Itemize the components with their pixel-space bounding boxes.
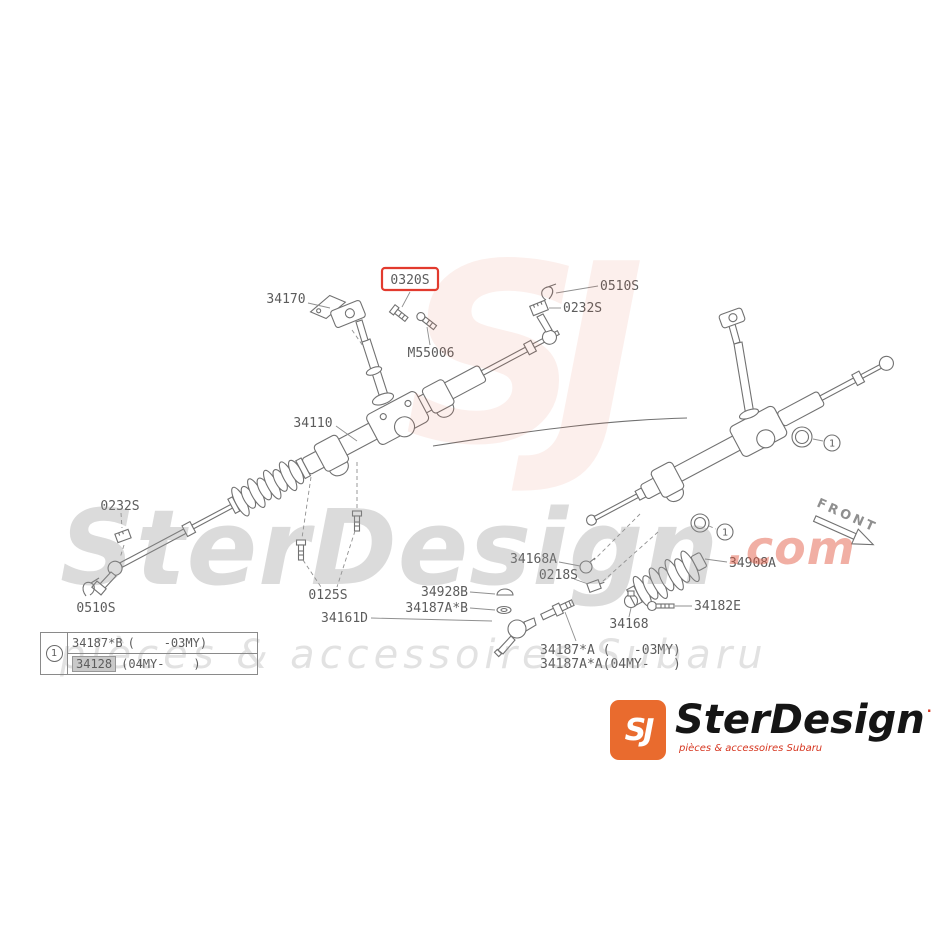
cotter-pin-left	[82, 577, 100, 597]
tie-rod-stud-right	[536, 313, 553, 333]
part-label-0510s-top[interactable]: 0510S	[600, 279, 639, 294]
castle-nut-left	[114, 528, 132, 544]
legend-row-34187b[interactable]: 34187*B ( -03MY)	[68, 633, 257, 653]
logo-tagline: pièces & accessoires Subaru	[679, 743, 823, 754]
logo-mark-icon: SJ	[610, 700, 666, 760]
part-label-34110[interactable]: 34110	[293, 416, 332, 431]
part-labels: 0320S 34170 0510S 0232S M55006 34110 023…	[76, 266, 776, 672]
bolt-0320s	[388, 303, 409, 323]
leader-lines	[307, 285, 728, 642]
clamp-34168	[623, 590, 639, 609]
clamp-0218s	[586, 579, 605, 593]
clamp-bolt-0125s-b	[351, 510, 363, 532]
boot-clip-34168a	[579, 557, 596, 574]
part-label-0232s-top[interactable]: 0232S	[563, 301, 602, 316]
part-label-0232s-left[interactable]: 0232S	[100, 499, 139, 514]
washer-34187ab	[496, 605, 512, 615]
legend-part-34187b: 34187*B	[72, 636, 123, 650]
castle-nut-top	[528, 299, 550, 317]
logo-text: SterDesign .com pièces & accessoires Sub…	[675, 700, 931, 754]
marker-1-left: 1	[722, 528, 728, 539]
part-label-34161d[interactable]: 34161D	[321, 611, 368, 626]
right-rack-assembly: 1 1	[585, 307, 894, 598]
part-label-0218s[interactable]: 0218S	[539, 568, 578, 583]
bolt-m55006	[416, 311, 438, 331]
part-label-34187a-a-04my[interactable]: 34187A*A(04MY- )	[540, 657, 681, 672]
front-arrow-icon	[812, 515, 875, 546]
logo-brand-name: SterDesign	[675, 697, 925, 743]
bolt-34182e	[646, 600, 675, 612]
o-ring-right: 1	[791, 426, 841, 452]
part-label-m55006[interactable]: M55006	[408, 346, 455, 361]
part-label-34170[interactable]: 34170	[266, 292, 305, 307]
dust-cap-34928b	[496, 588, 514, 596]
part-label-34187-a-03my[interactable]: 34187*A ( -03MY)	[540, 643, 681, 658]
marker-1-right: 1	[829, 439, 835, 450]
main-rack-assembly	[82, 283, 560, 597]
boot-34908a	[625, 550, 707, 608]
site-logo[interactable]: SJ SterDesign .com pièces & accessoires …	[610, 700, 931, 760]
legend-range-03my: ( -03MY)	[127, 636, 208, 650]
part-label-0510s-left[interactable]: 0510S	[76, 601, 115, 616]
part-label-34168[interactable]: 34168	[609, 617, 648, 632]
legend-part-34128: 34128	[72, 656, 117, 672]
logo-monogram: SJ	[624, 712, 655, 748]
legend-table: 1 34187*B ( -03MY) 34128 (04MY- )	[40, 632, 258, 675]
front-indicator: FRONT	[812, 496, 880, 546]
part-label-34168a[interactable]: 34168A	[510, 552, 557, 567]
logo-com: .com	[927, 701, 931, 716]
part-label-0320s[interactable]: 0320S	[390, 273, 429, 288]
part-label-34908a[interactable]: 34908A	[729, 556, 776, 571]
part-label-34182e[interactable]: 34182E	[694, 599, 741, 614]
legend-range-04my: (04MY- )	[121, 657, 201, 671]
cotter-pin-top	[541, 283, 557, 301]
clamp-bolt-0125s-a	[295, 539, 307, 561]
universal-joint-34170	[309, 294, 366, 328]
input-shaft-right	[718, 307, 760, 420]
legend-marker-1: 1	[45, 645, 63, 662]
legend-rows: 34187*B ( -03MY) 34128 (04MY- )	[68, 633, 257, 674]
legend-row-34128[interactable]: 34128 (04MY- )	[68, 653, 257, 674]
rack-boot-left	[231, 459, 305, 517]
rack-bar-line	[432, 417, 688, 447]
part-label-34187a-b[interactable]: 34187A*B	[405, 601, 468, 616]
tie-rod-end-assembly	[493, 588, 575, 658]
o-ring-left: 1	[690, 513, 734, 541]
input-shaft	[355, 319, 395, 406]
highlight-box-0320s	[380, 266, 440, 292]
part-label-0125s[interactable]: 0125S	[308, 588, 347, 603]
part-label-34928b[interactable]: 34928B	[421, 585, 468, 600]
legend-marker-cell: 1	[41, 633, 68, 674]
